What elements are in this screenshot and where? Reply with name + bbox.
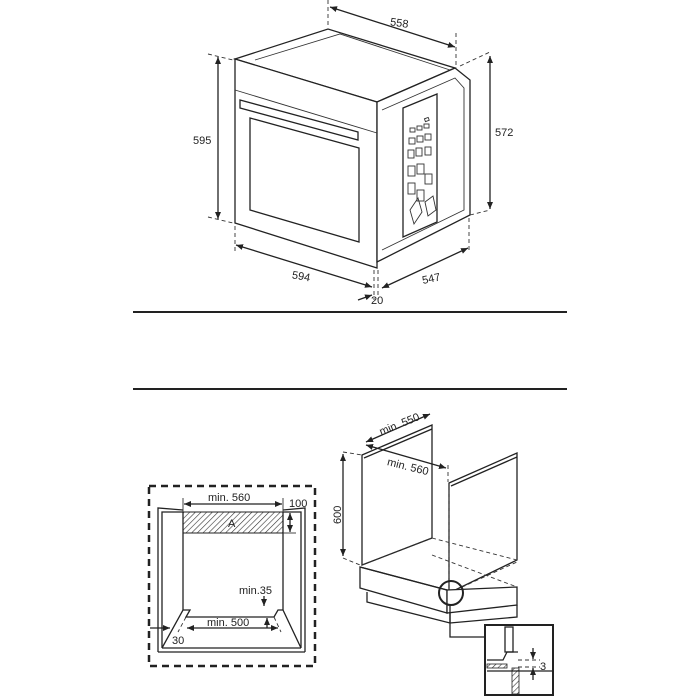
detail-circle [438,580,464,606]
dim-depth-side: 547 [421,271,441,287]
label-min-500: min. 500 [207,617,249,629]
label-30: 30 [172,635,184,647]
dim-width: 594 [291,269,311,284]
dim-height-side: 572 [495,127,513,139]
cabinet-right-panel [448,452,518,595]
label-min-35: min.35 [239,585,272,597]
oven-handle [239,99,359,141]
label-100: 100 [289,498,307,510]
control-panel [402,93,438,238]
oven-window [249,117,360,243]
cabinet-left-panel [361,424,433,566]
oven-drawing: 558 595 572 594 547 20 [193,0,513,307]
dim-height-front: 595 [193,135,211,147]
dim-front-offset: 20 [371,295,383,307]
installation-front-view: min. 560 100 A min.35 min. 500 30 [147,484,317,668]
dim-depth-top: 558 [389,16,409,30]
cabinet-base-front [359,566,448,614]
control-buttons-icon [407,116,437,226]
label-a: A [228,518,236,530]
label-600: 600 [332,506,344,524]
label-3: 3 [540,661,546,673]
label-min-560-front: min. 560 [208,492,250,504]
dimension-lines [207,0,493,301]
installation-cabinet-view: min. 550 min. 560 600 3 [332,411,554,696]
